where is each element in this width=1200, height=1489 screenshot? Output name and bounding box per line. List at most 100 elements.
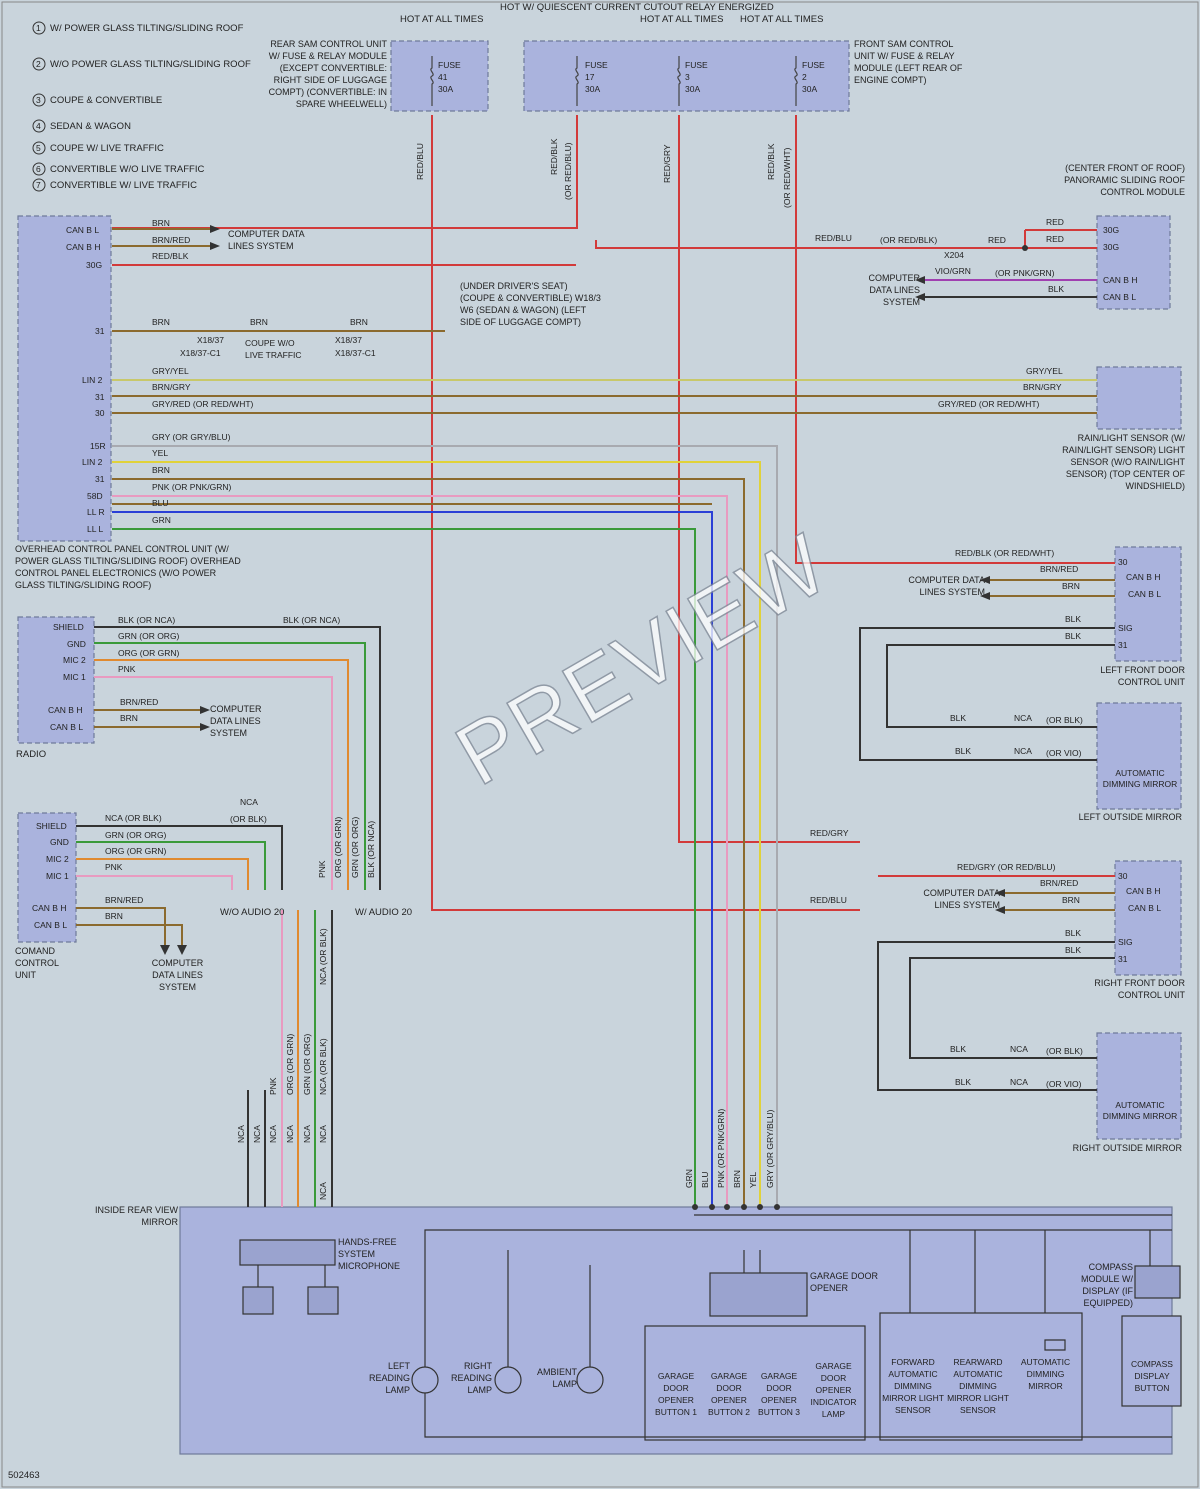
cdls-fo-6: COMPUTER DATA LINES SYSTEM: [923, 888, 1000, 910]
fuse-41-amp: 30A: [438, 84, 453, 94]
cdb-label: COMPASS DISPLAY BUTTON: [1131, 1359, 1173, 1393]
svg-text:CAN B L: CAN B L: [50, 722, 83, 732]
legend-num-5: 5: [36, 143, 41, 153]
svg-text:(OR VIO): (OR VIO): [1046, 748, 1082, 758]
rmirror-fo: AUTOMATIC DIMMING MIRROR: [1103, 1100, 1178, 1121]
svg-text:GRN (OR ORG): GRN (OR ORG): [105, 830, 167, 840]
hot-label-1: HOT AT ALL TIMES: [400, 14, 483, 25]
lfd-label: LEFT FRONT DOOR CONTROL UNIT: [1100, 665, 1185, 687]
svg-text:NCA: NCA: [236, 1125, 246, 1143]
hot-label-3: HOT AT ALL TIMES: [640, 14, 723, 25]
fuse-17-amp: 30A: [585, 84, 600, 94]
ind-label: GARAGE DOOR OPENER INDICATOR LAMP: [810, 1361, 857, 1419]
svg-text:BRN: BRN: [120, 713, 138, 723]
adm-fo: AUTOMATIC DIMMING MIRROR: [1021, 1357, 1070, 1391]
cdls-fo-1: COMPUTER DATA LINES SYSTEM: [228, 229, 304, 251]
rain-sensor-box: [1096, 366, 1182, 430]
rear-sam-box: [390, 40, 489, 112]
lamp-a-label: AMBIENT LAMP: [536, 1367, 577, 1389]
svg-text:30G: 30G: [1103, 225, 1119, 235]
svg-text:SIG: SIG: [1118, 623, 1133, 633]
rfd-fo: RIGHT FRONT DOOR CONTROL UNIT: [1094, 978, 1185, 1000]
svg-text:SHIELD: SHIELD: [53, 622, 84, 632]
svg-text:GRN: GRN: [684, 1169, 694, 1188]
svg-text:NCA: NCA: [1014, 713, 1032, 723]
svg-text:RED/BLK: RED/BLK: [766, 143, 776, 180]
lmirror2-fo: LEFT OUTSIDE MIRROR: [1079, 812, 1182, 822]
svg-text:RED/GRY (OR RED/BLU): RED/GRY (OR RED/BLU): [957, 862, 1056, 872]
svg-text:BLK: BLK: [1065, 631, 1081, 641]
svg-text:BLU: BLU: [152, 498, 169, 508]
svg-text:MIC 2: MIC 2: [63, 655, 86, 665]
svg-text:BRN/GRY: BRN/GRY: [152, 382, 191, 392]
svg-text:BRN: BRN: [152, 218, 170, 228]
lmirror-label: AUTOMATIC DIMMING MIRROR: [1102, 768, 1178, 789]
svg-text:NCA (OR BLK): NCA (OR BLK): [318, 928, 328, 985]
svg-text:(OR RED/BLU): (OR RED/BLU): [563, 142, 573, 200]
rmirror2-fo: RIGHT OUTSIDE MIRROR: [1073, 1143, 1182, 1153]
legend: W/ POWER GLASS TILTING/SLIDING ROOF W/O …: [32, 21, 251, 192]
fuse-3-label: FUSE: [685, 60, 708, 70]
svg-text:YEL: YEL: [748, 1172, 758, 1188]
left-mirror-box: [1096, 702, 1182, 810]
hot-label-4: HOT AT ALL TIMES: [740, 14, 823, 25]
rwd-fo: REARWARD AUTOMATIC DIMMING MIRROR LIGHT …: [947, 1357, 1009, 1415]
svg-text:(OR BLK): (OR BLK): [230, 814, 267, 824]
ground-fo: (UNDER DRIVER'S SEAT) (COUPE & CONVERTIB…: [460, 281, 601, 327]
fuse-2-amp: 30A: [802, 84, 817, 94]
roof-fo: (CENTER FRONT OF ROOF) PANORAMIC SLIDING…: [1064, 163, 1185, 197]
radio-label: RADIO: [16, 749, 46, 760]
cdls-fo-5: COMPUTER DATA LINES SYSTEM: [908, 575, 985, 597]
radio-box: [17, 616, 95, 744]
svg-text:GRY/YEL: GRY/YEL: [1026, 366, 1063, 376]
svg-text:X18/37: X18/37: [335, 335, 362, 345]
svg-text:BLU: BLU: [700, 1171, 710, 1188]
legend-num-1: 1: [36, 23, 41, 33]
svg-text:(OR PNK/GRN): (OR PNK/GRN): [995, 268, 1055, 278]
svg-text:PNK: PNK: [105, 862, 123, 872]
svg-text:30: 30: [95, 408, 105, 418]
svg-text:30: 30: [1118, 871, 1128, 881]
svg-text:COUPE W/O: COUPE W/O: [245, 338, 295, 348]
rwd-label: REARWARD AUTOMATIC DIMMING MIRROR LIGHT …: [947, 1357, 1009, 1415]
legend-5: COUPE W/ LIVE TRAFFIC: [50, 143, 164, 154]
svg-text:MIC 1: MIC 1: [63, 672, 86, 682]
cdb-fo: COMPASS DISPLAY BUTTON: [1131, 1359, 1173, 1393]
mic-fo: HANDS-FREE SYSTEM MICROPHONE: [338, 1237, 400, 1271]
btn1-fo: GARAGE DOOR OPENER BUTTON 1: [655, 1371, 697, 1417]
svg-text:GND: GND: [50, 837, 69, 847]
svg-text:30: 30: [1118, 557, 1128, 567]
svg-text:BRN: BRN: [732, 1170, 742, 1188]
svg-text:31: 31: [1118, 954, 1128, 964]
legend-num-4: 4: [36, 121, 41, 131]
comand-box: [17, 812, 77, 943]
svg-text:RED/GRY: RED/GRY: [810, 828, 849, 838]
svg-text:BLK (OR NCA): BLK (OR NCA): [283, 615, 340, 625]
svg-text:31: 31: [1118, 640, 1128, 650]
svg-text:BLK: BLK: [955, 746, 971, 756]
fuse-17-label: FUSE: [585, 60, 608, 70]
svg-text:GND: GND: [67, 639, 86, 649]
svg-text:GRN (OR ORG): GRN (OR ORG): [302, 1033, 312, 1095]
svg-text:BLK (OR NCA): BLK (OR NCA): [366, 821, 376, 878]
gdo-label: GARAGE DOOR OPENER: [810, 1271, 879, 1293]
cdls-label-4: COMPUTER DATA LINES SYSTEM: [151, 958, 204, 992]
svg-text:BRN: BRN: [1062, 581, 1080, 591]
overhead-fo: OVERHEAD CONTROL PANEL CONTROL UNIT (W/ …: [15, 544, 241, 590]
svg-text:BLK: BLK: [1065, 928, 1081, 938]
lamp-l-label: LEFT READING LAMP: [368, 1361, 410, 1395]
svg-text:GRY (OR GRY/BLU): GRY (OR GRY/BLU): [152, 432, 231, 442]
cdls-label-3: COMPUTER DATA LINES SYSTEM: [210, 704, 262, 738]
svg-text:CAN B L: CAN B L: [34, 920, 67, 930]
fuse-41-label: FUSE: [438, 60, 461, 70]
svg-text:BRN: BRN: [152, 317, 170, 327]
svg-text:31: 31: [95, 326, 105, 336]
svg-text:BRN/RED: BRN/RED: [105, 895, 143, 905]
legend-7: CONVERTIBLE W/ LIVE TRAFFIC: [50, 180, 197, 191]
svg-text:PNK (OR PNK/GRN): PNK (OR PNK/GRN): [152, 482, 232, 492]
svg-text:LIVE TRAFFIC: LIVE TRAFFIC: [245, 350, 302, 360]
svg-text:BRN/RED: BRN/RED: [1040, 564, 1078, 574]
svg-text:BLK: BLK: [950, 1044, 966, 1054]
vertical-annotations: RED/BLU RED/BLK (OR RED/BLU) RED/GRY RED…: [236, 138, 792, 1200]
